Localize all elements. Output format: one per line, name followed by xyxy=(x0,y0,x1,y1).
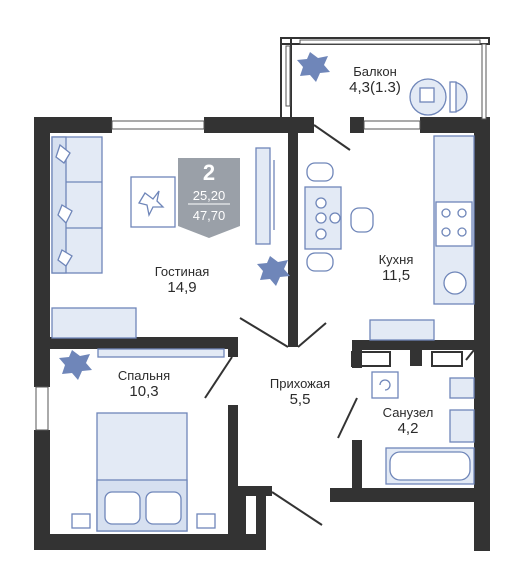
bathroom-label: Санузел 4,2 xyxy=(370,405,446,437)
kitchen-label: Кухня 11,5 xyxy=(366,252,426,284)
living-area-value: 14,9 xyxy=(167,279,197,296)
total-area: 47,70 xyxy=(192,208,226,223)
balcony-area: 4,3(1.3) xyxy=(349,79,401,96)
sofa xyxy=(51,136,103,274)
bedroom-area: 10,3 xyxy=(129,383,159,400)
kitchen-area: 11,5 xyxy=(381,267,411,284)
balcony-name: Балкон xyxy=(353,64,397,79)
dining-set xyxy=(304,162,374,272)
wardrobe xyxy=(97,348,225,358)
plant xyxy=(59,256,290,380)
bed xyxy=(71,412,216,532)
bedroom-name: Спальня xyxy=(117,368,171,383)
badge-shape xyxy=(178,158,240,238)
desk xyxy=(51,307,137,339)
hall-name: Прихожая xyxy=(269,376,331,391)
balcony-furniture xyxy=(297,52,468,116)
doors xyxy=(204,124,475,526)
room-count: 2 xyxy=(202,160,216,185)
bathroom-name: Санузел xyxy=(382,405,434,420)
balcony-label: Балкон 4,3(1.3) xyxy=(340,64,410,96)
bedroom-label: Спальня 10,3 xyxy=(106,368,182,400)
windows xyxy=(35,39,487,431)
tv-unit xyxy=(255,147,275,245)
bathroom-fixtures xyxy=(371,371,475,485)
living-label: Гостиная 14,9 xyxy=(140,264,224,296)
living-area: 25,20 xyxy=(192,188,226,203)
walls xyxy=(34,37,490,551)
bathroom-area: 4,2 xyxy=(397,420,419,437)
apartment-badge: 2 25,20 47,70 xyxy=(178,158,244,238)
kitchen-name: Кухня xyxy=(378,252,414,267)
hall-area: 5,5 xyxy=(289,391,311,408)
coffee-table xyxy=(130,176,176,228)
kitchen-counter xyxy=(369,135,475,341)
hall-label: Прихожая 5,5 xyxy=(258,376,342,408)
living-name: Гостиная xyxy=(154,264,210,279)
